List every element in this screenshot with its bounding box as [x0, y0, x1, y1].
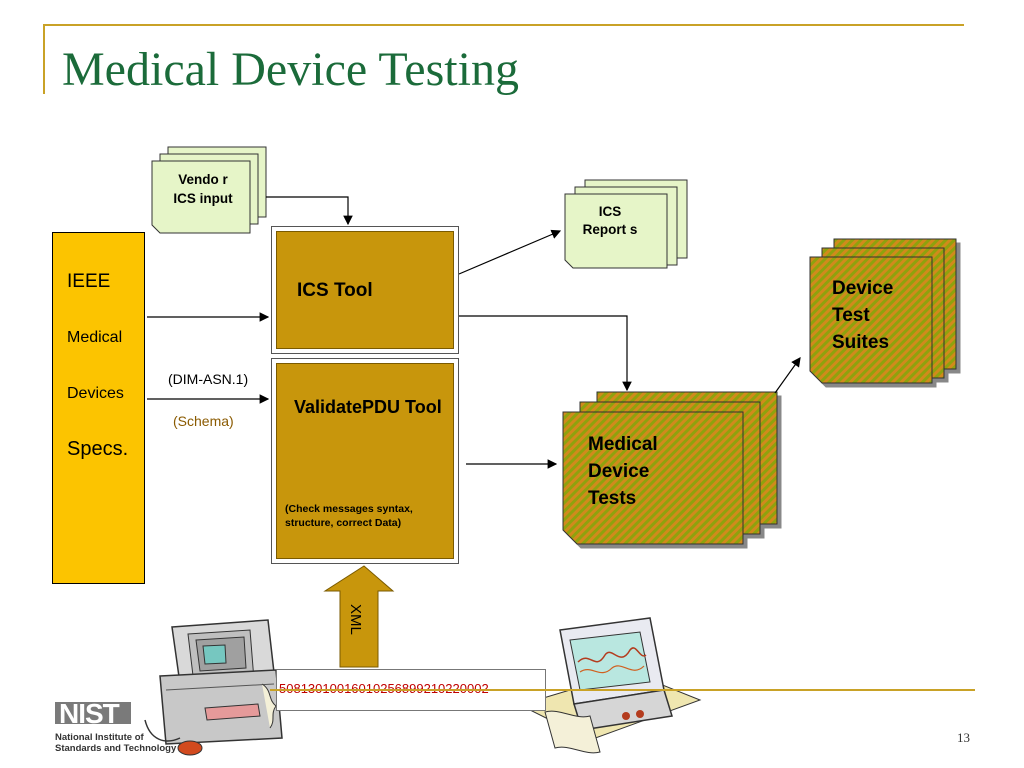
- ics-tool-label: ICS Tool: [297, 280, 373, 301]
- nist-logo-line-2: Standards and Technology: [55, 743, 177, 754]
- ieee-line-1: IEEE: [67, 271, 111, 292]
- vendor-ics-input-label: Vendo r ICS input: [173, 172, 233, 206]
- right-computer-clipart: [518, 617, 702, 754]
- xml-label: XML: [347, 604, 364, 635]
- ics-reports-doc: [564, 179, 688, 269]
- title-frame-left-rule: [43, 24, 45, 94]
- ieee-specs-box: IEEE Medical Devices Specs.: [52, 232, 145, 584]
- device-test-suites-doc: [809, 238, 957, 384]
- ieee-line-3: Devices: [67, 385, 124, 402]
- validatepdu-tool-label: ValidatePDU Tool: [294, 397, 442, 417]
- title-frame-top-rule: [43, 24, 964, 26]
- arrow-vendor-to-ics: [266, 196, 353, 226]
- ics-reports-label: ICS Report s: [582, 204, 638, 237]
- schema-label: (Schema): [173, 413, 234, 429]
- flow-arrows: [147, 196, 801, 469]
- validatepdu-tool-note: (Check messages syntax, structure, corre…: [285, 503, 413, 529]
- ics-tool-box: ICS Tool: [271, 226, 459, 354]
- medical-device-tests-doc: [562, 391, 778, 545]
- ieee-line-4: Specs.: [67, 438, 129, 460]
- arrow-ics-to-tests: [459, 315, 632, 392]
- device-test-suites-label: Device Test Suites: [832, 278, 894, 353]
- data-stream-text: 50813010016010256899210220002: [279, 681, 489, 696]
- footer-rule: [270, 689, 975, 691]
- slide-title: Medical Device Testing: [62, 43, 519, 96]
- nist-logo-graphic: [55, 702, 131, 724]
- validatepdu-tool-box: ValidatePDU Tool (Check messages syntax,…: [271, 358, 459, 564]
- arrow-tests-to-suites: [774, 357, 801, 394]
- left-computer-clipart: [144, 619, 283, 756]
- nist-logo-mark: NIST: [59, 698, 120, 729]
- xml-up-arrow: [323, 565, 395, 668]
- page-number: 13: [957, 730, 970, 745]
- vendor-ics-input-doc: [151, 146, 267, 234]
- dim-asn1-label: (DIM-ASN.1): [168, 371, 249, 387]
- arrow-ics-to-reports: [458, 229, 562, 275]
- nist-logo: NIST National Institute of Standards and…: [55, 698, 177, 754]
- medical-device-tests-label: Medical Device Tests: [588, 434, 658, 509]
- ieee-line-2: Medical: [67, 329, 123, 346]
- nist-logo-line-1: National Institute of: [55, 732, 144, 743]
